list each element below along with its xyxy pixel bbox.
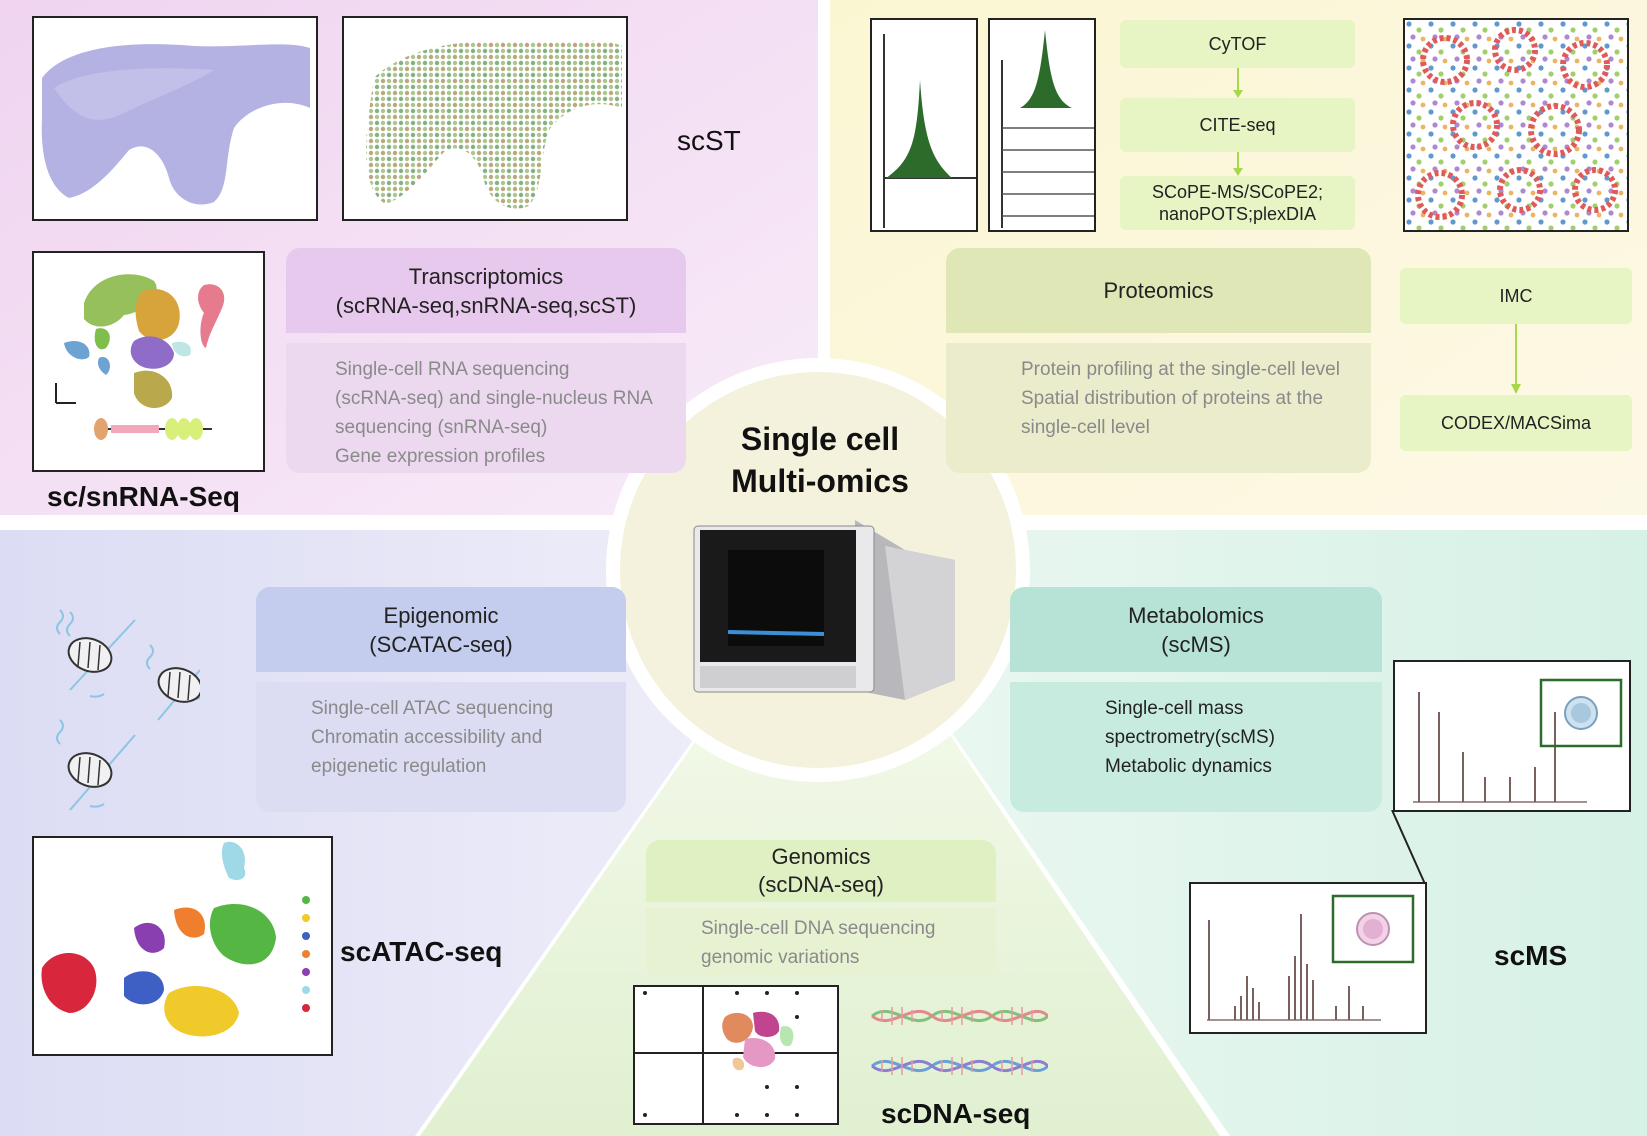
metabolomics-subtitle: (scMS) (1161, 631, 1231, 657)
scope-ms-line-1: SCoPE-MS/SCoPE2; (1151, 182, 1324, 202)
epigenomic-header: Epigenomic (SCATAC-seq) (256, 587, 626, 672)
proteomics-title: Proteomics (1103, 278, 1214, 303)
rna-umap-plot (32, 251, 265, 472)
proteomics-description: Protein profiling at the single-cell lev… (946, 343, 1371, 473)
cytof-box: CyTOF (1120, 20, 1355, 68)
genomics-line-1: Single-cell DNA sequencing (701, 918, 936, 939)
citeseq-histogram (988, 18, 1096, 232)
cell-grid-image (633, 985, 839, 1125)
scatac-seq-label: scATAC-seq (340, 936, 503, 967)
scope-ms-line-2: nanoPOTS;plexDIA (1158, 204, 1317, 224)
proteomics-header: Proteomics (946, 248, 1371, 333)
ms-spectrum-lower (1189, 882, 1427, 1034)
transcriptomics-subtitle: (scRNA-seq,snRNA-seq,scST) (335, 292, 637, 318)
metabolomics-title: Metabolomics (1128, 602, 1264, 628)
scope-ms-box: SCoPE-MS/SCoPE2; nanoPOTS;plexDIA (1120, 176, 1355, 230)
rna-umap-svg (55, 274, 225, 440)
epigenomic-line-1: Single-cell ATAC sequencing (311, 698, 554, 719)
transcriptomics-line-1: Single-cell RNA sequencing (335, 359, 570, 380)
multiplex-imaging-svg (1405, 20, 1627, 230)
nucleosome-illustrations (56, 609, 200, 811)
metabolomics-header: Metabolomics (scMS) (1010, 587, 1382, 672)
imc-box: IMC (1400, 268, 1632, 324)
atac-legend-dots (302, 896, 310, 1012)
tissue-he-svg (41, 44, 311, 205)
sc-snrna-seq-label: sc/snRNA-Seq (47, 481, 240, 512)
metabolomics-line-2: spectrometry(scMS) (1105, 727, 1275, 748)
proteomics-line-3: single-cell level (1021, 417, 1150, 438)
epigenomic-description: Single-cell ATAC sequencing Chromatin ac… (256, 682, 626, 812)
epigenomic-line-3: epigenetic regulation (311, 756, 487, 777)
genomics-description: Single-cell DNA sequencing genomic varia… (646, 908, 996, 976)
dna-helix-illustration (871, 1007, 1048, 1075)
ms-spectrum-upper (1393, 660, 1631, 812)
spatial-spots-image (342, 16, 628, 221)
center-title-line-1: Single cell (740, 421, 900, 457)
genomics-title: Genomics (771, 844, 871, 869)
proteomics-line-2: Spatial distribution of proteins at the (1021, 388, 1324, 409)
transcriptomics-line-4: Gene expression profiles (335, 446, 546, 467)
multiplex-imaging-image (1403, 18, 1629, 232)
genomics-subtitle: (scDNA-seq) (758, 872, 884, 897)
center-title: Single cell Multi-omics (640, 418, 1000, 502)
genomics-header: Genomics (scDNA-seq) (646, 840, 996, 902)
ms-spectrum-upper-svg (1413, 678, 1623, 803)
metabolomics-line-3: Metabolic dynamics (1105, 756, 1272, 777)
metabolomics-description: Single-cell mass spectrometry(scMS) Meta… (1010, 682, 1382, 812)
transcriptomics-title: Transcriptomics (408, 263, 564, 289)
transcriptomics-description: Single-cell RNA sequencing (scRNA-seq) a… (286, 343, 686, 473)
scst-label: scST (677, 125, 741, 156)
genomics-line-2: genomic variations (701, 947, 860, 968)
citeseq-histogram-svg (1001, 30, 1094, 228)
ms-zoom-connector (1391, 810, 1426, 885)
ms-spectrum-lower-svg (1207, 894, 1415, 1021)
metabolomics-line-1: Single-cell mass (1105, 698, 1244, 719)
transcriptomics-header: Transcriptomics (scRNA-seq,snRNA-seq,scS… (286, 248, 686, 333)
atac-cluster-svg (41, 841, 310, 1037)
sequencer-machine (693, 520, 955, 700)
scdna-seq-label: scDNA-seq (881, 1098, 1031, 1129)
epigenomic-subtitle: (SCATAC-seq) (369, 631, 513, 657)
cell-grid-svg (635, 987, 837, 1123)
transcriptomics-line-2: (scRNA-seq) and single-nucleus RNA (335, 388, 653, 409)
cytometry-histogram (870, 18, 978, 232)
spatial-spots-svg (366, 40, 622, 209)
codex-macsima-box: CODEX/MACSima (1400, 395, 1632, 451)
atac-cluster-plot (32, 836, 333, 1056)
cytometry-histogram-svg (883, 34, 976, 228)
tissue-he-image (32, 16, 318, 221)
center-title-line-2: Multi-omics (731, 463, 909, 499)
proteomics-line-1: Protein profiling at the single-cell lev… (1021, 359, 1340, 380)
epigenomic-line-2: Chromatin accessibility and (311, 727, 543, 748)
citeseq-box: CITE-seq (1120, 98, 1355, 152)
scms-label: scMS (1494, 940, 1568, 971)
proteomics-method-arrows (1233, 68, 1243, 176)
transcriptomics-line-3: sequencing (snRNA-seq) (335, 417, 548, 438)
epigenomic-title: Epigenomic (383, 602, 499, 628)
imaging-method-arrow (1511, 324, 1521, 394)
